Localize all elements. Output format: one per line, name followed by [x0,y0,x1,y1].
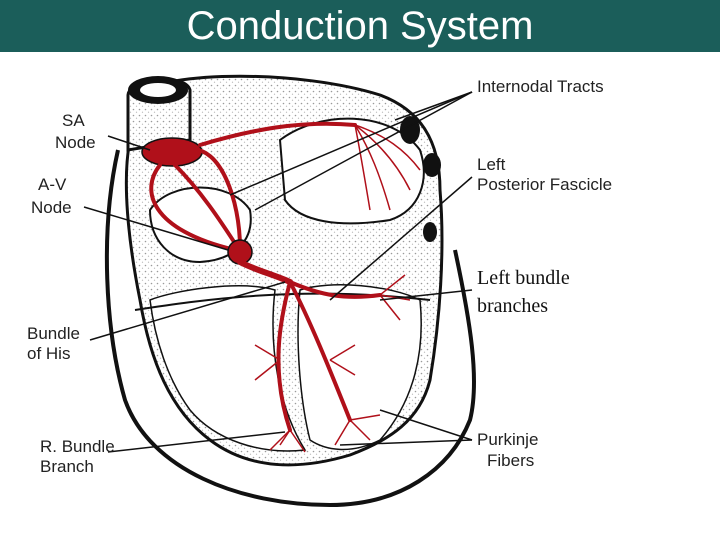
left-bundle-branches [288,280,382,422]
label-purkinje-line2: Fibers [487,451,534,470]
label-left-posterior-line1: Left [477,155,506,174]
right-ventricle-cavity [149,285,307,452]
pericardium-outline [104,149,477,508]
label-left-bundle-line1: Left bundle [477,267,570,289]
left-atrial-fibres [354,124,421,211]
slide-title: Conduction System [186,4,534,48]
label-sa-node-line1: SA [62,111,85,130]
label-bundle-his-line1: Bundle [27,324,80,343]
label-av-node-line1: A-V [38,175,67,194]
label-bundle-his-line2: of His [27,344,70,363]
label-av-node-line2: Node [31,198,72,217]
label-internodal-tracts: Internodal Tracts [477,77,604,96]
sa-node [141,137,203,167]
label-sa-node-line2: Node [55,133,96,152]
label-r-bundle-line1: R. Bundle [40,437,115,456]
pulmonary-vein-2 [423,153,441,177]
label-left-posterior-line2: Posterior Fascicle [477,175,612,194]
leader-lines [83,91,473,453]
internodal-tracts [149,121,357,252]
bundle-of-his [237,259,293,285]
title-bar [0,0,720,52]
left-ventricle-cavity [297,284,422,451]
label-purkinje-line1: Purkinje [477,430,538,449]
pulmonary-vein-3 [423,222,437,242]
label-r-bundle-line2: Branch [40,457,94,476]
label-left-bundle-line2: branches [477,295,548,317]
heart-conduction-diagram: Internodal Tracts SA Node A-V Node Left … [27,74,612,508]
right-bundle-branch [276,280,292,432]
left-atrium [278,117,425,225]
